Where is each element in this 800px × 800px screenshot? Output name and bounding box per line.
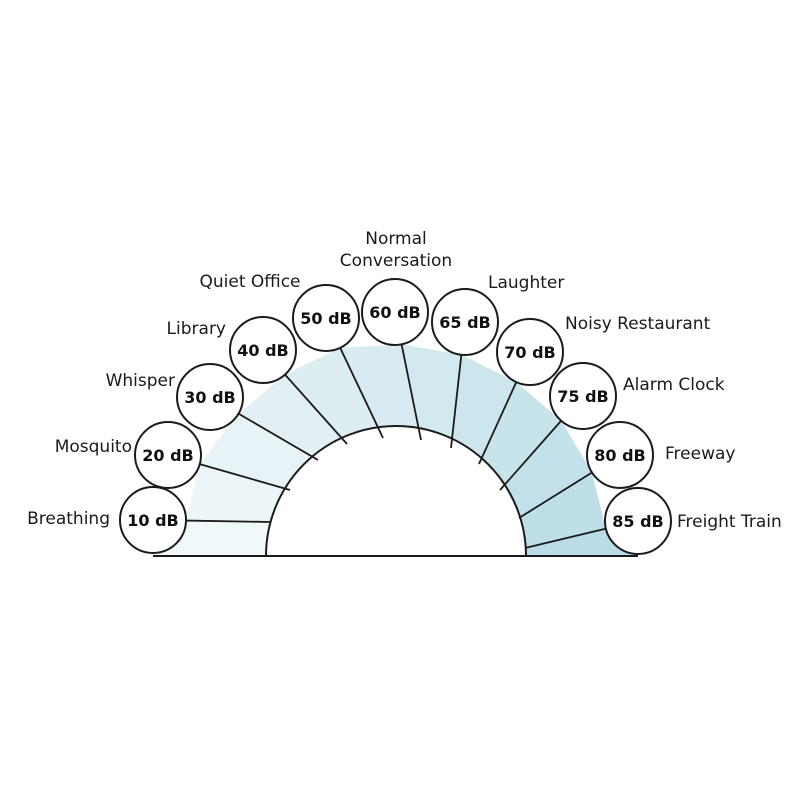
ring-sector [451, 354, 517, 464]
ring-sector [238, 374, 347, 460]
spoke-line [499, 420, 562, 491]
db-bubble [292, 284, 360, 352]
db-bubble [176, 363, 244, 431]
db-value: 65 dB [439, 313, 490, 332]
sound-label: Whisper [106, 371, 175, 391]
db-bubble [549, 362, 617, 430]
ring-sector [519, 472, 606, 548]
sound-label: Freight Train [677, 512, 782, 532]
ring-sector [185, 464, 290, 522]
ring-sector [340, 344, 421, 440]
spoke-line [400, 344, 422, 441]
db-bubble [361, 278, 429, 346]
spoke-line [524, 527, 607, 549]
db-bubble [229, 316, 297, 384]
db-value: 30 dB [184, 388, 235, 407]
db-value: 60 dB [369, 303, 420, 322]
db-value: 75 dB [557, 387, 608, 406]
spoke-line [450, 354, 463, 449]
ring-sector [199, 413, 318, 490]
spoke-line [518, 471, 593, 519]
ring-sector [500, 420, 593, 518]
db-value: 50 dB [300, 309, 351, 328]
center-hub [264, 425, 528, 557]
db-value: 80 dB [594, 446, 645, 465]
db-value: 70 dB [504, 343, 555, 362]
spoke-line [238, 412, 319, 461]
db-bubble [604, 487, 672, 555]
ring-sector [284, 347, 383, 444]
ring-sector [479, 382, 562, 490]
db-value: 10 dB [127, 511, 178, 530]
db-bubble [134, 421, 202, 489]
db-bubble [496, 318, 564, 386]
sound-label: Normal [365, 229, 427, 249]
db-value: 85 dB [612, 512, 663, 531]
sound-label: Quiet Office [199, 272, 300, 292]
spoke-line [339, 347, 384, 439]
db-bubble [431, 288, 499, 356]
db-value: 40 dB [237, 341, 288, 360]
spoke-line [199, 463, 291, 491]
spoke-line [185, 519, 272, 523]
spoke-line [284, 374, 348, 445]
sound-label: Noisy Restaurant [565, 314, 711, 334]
sound-label: Library [167, 319, 226, 339]
db-bubble [119, 486, 187, 554]
sound-label: Mosquito [55, 437, 132, 457]
db-bubble [586, 421, 654, 489]
sound-label: Freeway [665, 444, 735, 464]
sound-label: Breathing [27, 509, 110, 529]
db-value: 20 dB [142, 446, 193, 465]
sound-label: Conversation [340, 251, 452, 271]
ring-sector [401, 344, 462, 448]
spoke-line [478, 381, 518, 465]
sound-label: Laughter [488, 273, 564, 293]
sound-label: Alarm Clock [623, 375, 725, 395]
